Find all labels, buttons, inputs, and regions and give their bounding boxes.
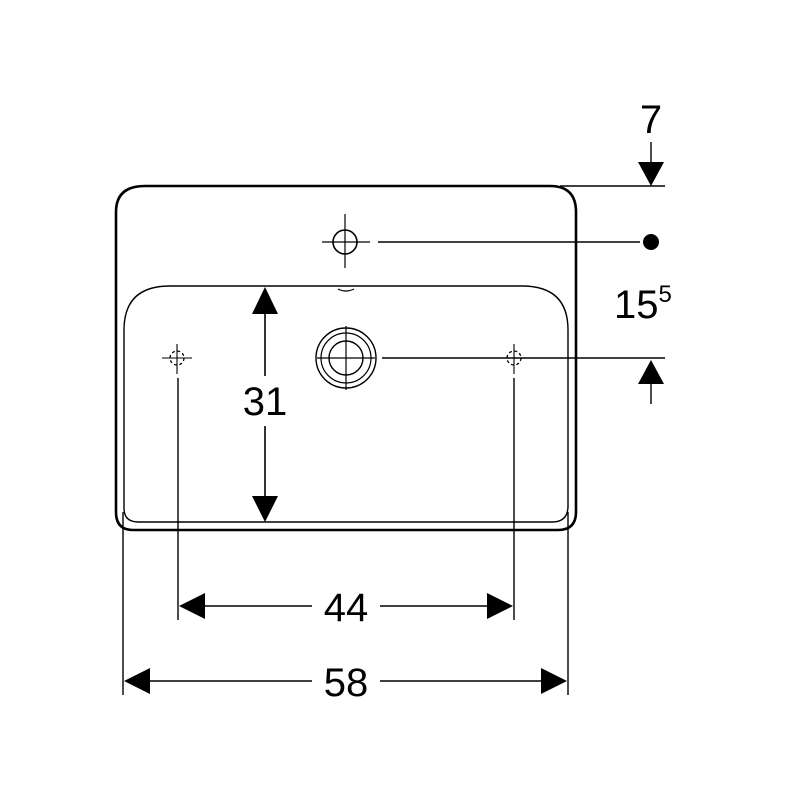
dimension-tap-to-waste: 155 bbox=[614, 281, 672, 404]
basin-outer-outline bbox=[114, 184, 578, 532]
right-fixing-bolt-icon bbox=[499, 344, 529, 374]
waste-outlet-icon bbox=[315, 326, 377, 390]
dimension-label-tap-to-waste: 155 bbox=[614, 281, 672, 327]
arrowhead-left-icon bbox=[124, 668, 150, 694]
arrowhead-left-icon bbox=[179, 593, 205, 619]
left-fixing-bolt-icon bbox=[162, 344, 192, 374]
basin-bowl-outline bbox=[123, 285, 569, 523]
dimension-overall-width: 58 bbox=[124, 661, 567, 705]
arrowhead-up-icon bbox=[252, 287, 278, 314]
dimension-label-top-offset: 7 bbox=[640, 98, 662, 142]
overflow-slot bbox=[337, 288, 355, 292]
dimension-label-overall-width: 58 bbox=[324, 661, 369, 705]
arrowhead-right-icon bbox=[487, 593, 513, 619]
dimension-bowl-depth: 31 bbox=[243, 287, 288, 522]
dimension-label-main: 15 bbox=[614, 283, 659, 327]
extension-lines bbox=[122, 185, 665, 695]
reference-dot-icon bbox=[643, 234, 659, 250]
arrowhead-down-icon bbox=[252, 496, 278, 522]
dimension-label-bolt-spacing: 44 bbox=[324, 586, 369, 630]
arrowhead-right-icon bbox=[541, 668, 567, 694]
tap-hole-icon bbox=[322, 214, 370, 268]
dimension-top-offset: 7 bbox=[638, 98, 664, 186]
arrowhead-up-icon bbox=[638, 360, 664, 384]
dimension-label-superscript: 5 bbox=[659, 281, 672, 308]
dimension-label-bowl-depth: 31 bbox=[243, 380, 288, 424]
arrowhead-down-icon bbox=[638, 162, 664, 186]
dimension-bolt-spacing: 44 bbox=[179, 586, 513, 630]
